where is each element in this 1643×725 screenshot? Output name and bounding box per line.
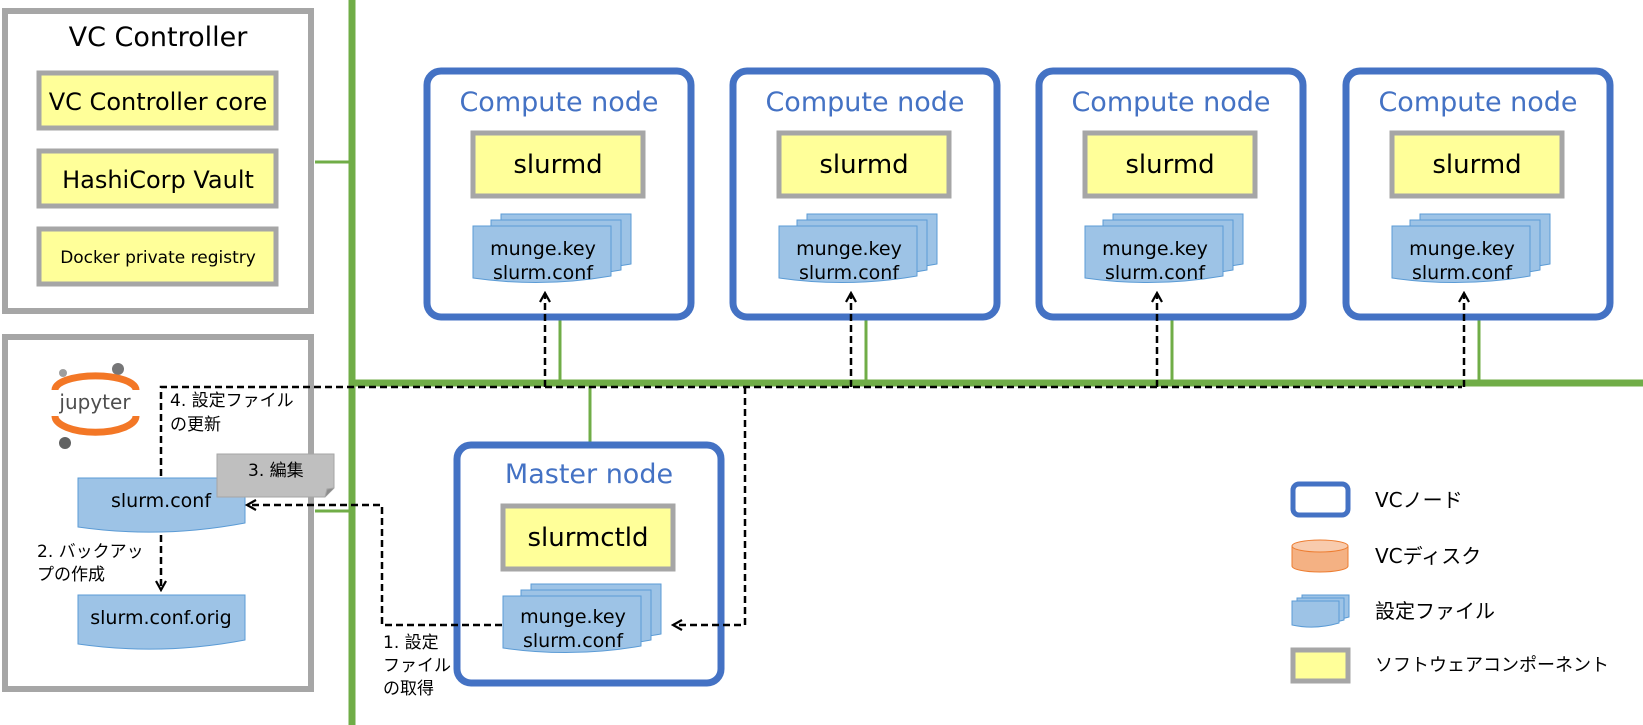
slurm-conf-orig-label: slurm.conf.orig: [90, 607, 231, 629]
file2-label: slurm.conf: [493, 262, 594, 284]
file1-label: munge.key: [520, 606, 626, 628]
compute-node-title: Compute node: [459, 87, 658, 118]
legend-config-file-label: 設定ファイル: [1375, 599, 1495, 623]
step1-label-line1: 1. 設定: [383, 633, 439, 653]
slurmctld-label: slurmctld: [527, 523, 648, 553]
file2-label: slurm.conf: [523, 630, 624, 652]
file1-label: munge.key: [796, 238, 902, 260]
step1-arrow: [247, 505, 502, 627]
step3-label: 3. 編集: [248, 461, 304, 481]
slurmd-label: slurmd: [1432, 150, 1521, 180]
compute-node-4: Compute node slurmd munge.key slurm.conf: [1342, 67, 1614, 321]
step1-label-line3: の取得: [383, 679, 434, 699]
legend-vc-node-swatch: [1290, 481, 1351, 518]
step-labels: 4. 設定ファイル の更新 2. バックアッ プの作成 1. 設定 ファイル の…: [37, 391, 451, 699]
file1-label: munge.key: [490, 238, 596, 260]
vc-controller-panel: VC Controller VC Controller core HashiCo…: [2, 8, 314, 314]
jupyter-logo-text: jupyter: [58, 390, 131, 414]
slurm-conf-orig-doc: [77, 594, 246, 650]
edit-callout: [216, 453, 335, 498]
legend-vc-disk-label: VCディスク: [1375, 544, 1481, 568]
step4-arrow-master: [673, 387, 747, 625]
slurmd-box: [776, 130, 952, 199]
compute-node-3: Compute node slurmd munge.key slurm.conf: [1035, 67, 1307, 321]
legend-component-swatch: [1290, 647, 1351, 684]
file2-label: slurm.conf: [799, 262, 900, 284]
slurmd-box: [1389, 130, 1565, 199]
step2-label-line2: プの作成: [37, 565, 105, 585]
slurmd-label: slurmd: [819, 150, 908, 180]
network-lines: [315, 0, 1643, 725]
step4-label-line1: 4. 設定ファイル: [170, 391, 294, 411]
compute-node-title: Compute node: [765, 87, 964, 118]
slurmctld-box: [500, 503, 676, 572]
compute-node-1: Compute node slurmd munge.key slurm.conf: [423, 67, 695, 321]
slurmd-box: [470, 130, 646, 199]
flow-arrows: [161, 293, 1464, 625]
step2-label-line1: 2. バックアッ: [37, 542, 144, 562]
slurm-conf-doc: [77, 477, 246, 533]
hashicorp-vault-label: HashiCorp Vault: [62, 166, 254, 194]
slurmd-box: [1082, 130, 1258, 199]
docker-registry-label: Docker private registry: [60, 248, 256, 268]
legend-file-icon: [1291, 594, 1350, 628]
step4-label-line2: の更新: [170, 415, 221, 435]
file1-label: munge.key: [1409, 238, 1515, 260]
slurmd-label: slurmd: [513, 150, 602, 180]
vc-controller-core-box: [36, 70, 279, 131]
compute-node-title: Compute node: [1071, 87, 1270, 118]
jupyter-logo-icon: jupyter: [51, 363, 140, 449]
compute-node-title: Compute node: [1378, 87, 1577, 118]
slurm-conf-label: slurm.conf: [111, 490, 212, 512]
file2-label: slurm.conf: [1105, 262, 1206, 284]
file2-label: slurm.conf: [1412, 262, 1513, 284]
hashicorp-vault-box: [36, 148, 279, 209]
step1-label-line2: ファイル: [383, 656, 451, 676]
master-node: Master node slurmctld munge.key slurm.co…: [453, 441, 725, 687]
jupyter-panel: jupyter slurm.conf slurm.conf.orig 3. 編集: [2, 334, 335, 692]
step4-distribution-bus: [159, 385, 1462, 476]
compute-node-2: Compute node slurmd munge.key slurm.conf: [729, 67, 1001, 321]
file1-label: munge.key: [1102, 238, 1208, 260]
legend-vc-node-label: VCノード: [1375, 488, 1463, 512]
vc-controller-title: VC Controller: [69, 22, 249, 53]
slurmd-label: slurmd: [1125, 150, 1214, 180]
legend-disk-icon: [1291, 539, 1349, 573]
legend: VCノード VCディスク 設定ファイル ソフトウェアコンポーネント: [1290, 481, 1609, 684]
master-node-title: Master node: [505, 459, 673, 490]
docker-registry-box: [36, 226, 279, 287]
vc-controller-core-label: VC Controller core: [49, 88, 267, 116]
legend-software-component-label: ソフトウェアコンポーネント: [1375, 655, 1609, 676]
